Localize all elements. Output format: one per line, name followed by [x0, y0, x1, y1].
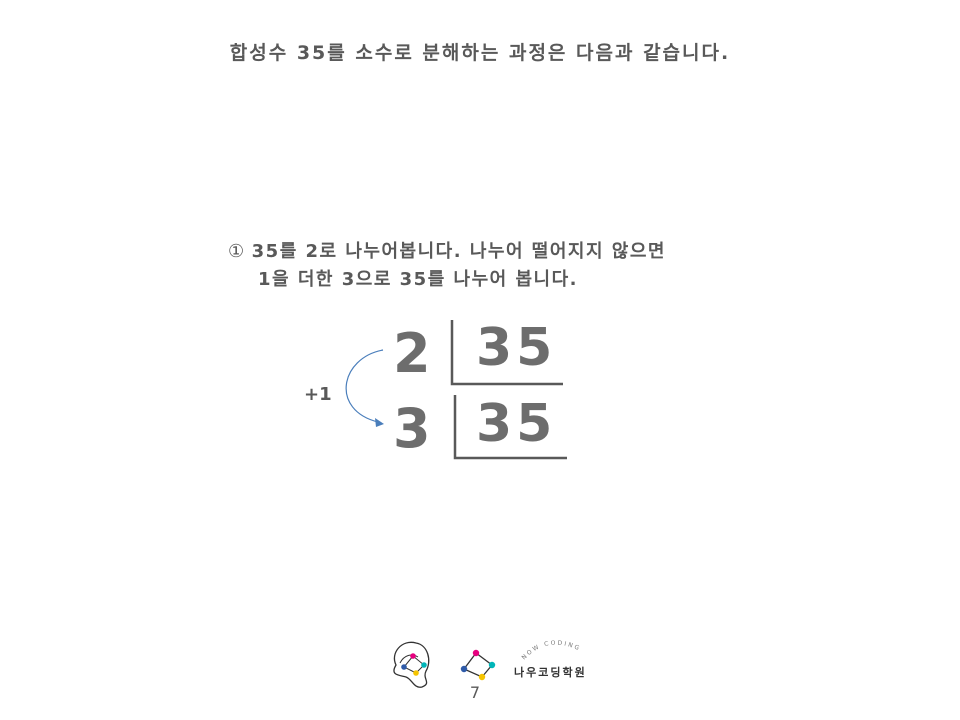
page-number: 7 — [469, 683, 481, 702]
increment-arrowhead — [375, 418, 384, 427]
brand-arc-text: NOW CODING — [521, 640, 582, 662]
dividend-1: 35 — [476, 318, 557, 378]
step-line-2: 1을 더한 3으로 35를 나누어 봅니다. — [258, 269, 578, 290]
page-title: 합성수 35를 소수로 분해하는 과정은 다음과 같습니다. — [229, 42, 731, 64]
step-number: ① — [228, 241, 246, 262]
brand-arc-textpath: NOW CODING — [521, 640, 580, 662]
increment-label: +1 — [304, 384, 332, 405]
step-line-1-text: 35를 2로 나누어봅니다. 나누어 떨어지지 않으면 — [251, 241, 666, 262]
increment-arrow — [345, 349, 384, 423]
divisor-1: 2 — [393, 322, 431, 385]
dividend-2: 35 — [476, 394, 557, 454]
divisor-2: 3 — [393, 397, 431, 460]
footer-logos — [393, 641, 496, 688]
network-logo-icon — [460, 649, 496, 681]
brain-logo-icon — [393, 641, 430, 688]
brand-name: 나우코딩학원 — [514, 666, 587, 679]
